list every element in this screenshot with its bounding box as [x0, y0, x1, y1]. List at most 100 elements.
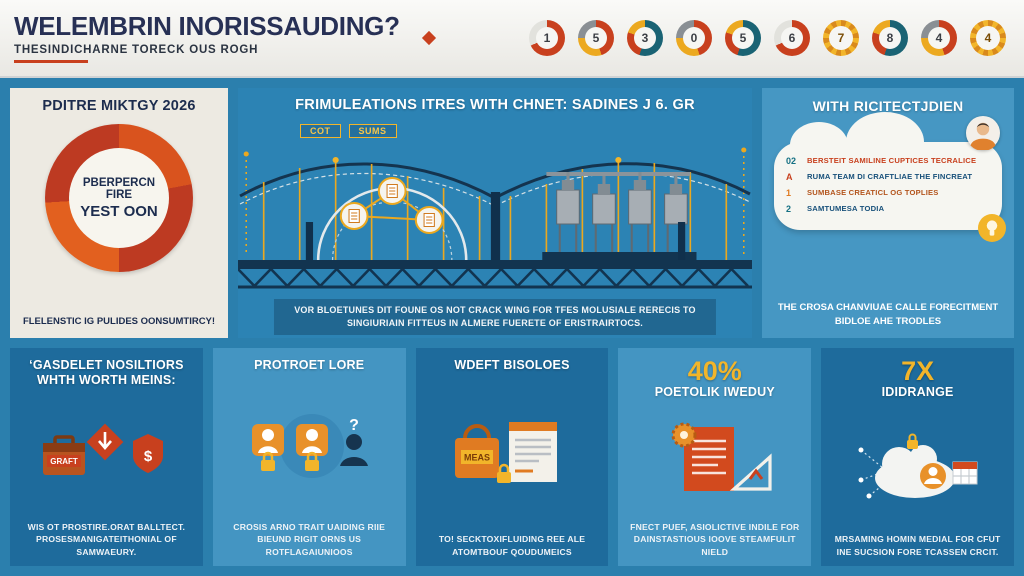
document-icon-zone: MEAS — [424, 373, 601, 533]
people-panel: PROTROET LORE — [212, 348, 406, 566]
person-avatar — [966, 116, 1000, 151]
graft-panel-footer: WIS OT PROSTIRE.ORAT BALLTECT. PROSESMAN… — [27, 521, 186, 557]
svg-text:MEAS: MEAS — [464, 453, 490, 463]
cloud-list-item: A RUMA TEAM DI CRAFTLIAE THE FINCREAT — [786, 172, 990, 182]
triangle-ruler-icon — [729, 453, 772, 491]
report-document-icon — [508, 422, 557, 483]
bridge-towers-icon — [305, 192, 686, 260]
ring-line1: PBERPERCN FIRE — [82, 176, 156, 201]
bridge-caption: VOR BLOETUNES DIT FOUNE OS NOT CRACK WIN… — [273, 298, 717, 335]
bridge-truss-icon — [238, 267, 749, 288]
badge-number: 5 — [585, 27, 607, 49]
cloud-list-item: 2 SAMTUMESA TODIA — [786, 204, 990, 214]
briefcase-icon: GRAFT — [43, 435, 86, 476]
stat-7x-panel-footer: MRSAMING HOMIN MEDIAL FOR CFUT INE SUCSI… — [834, 534, 1001, 557]
item-mark: 2 — [786, 204, 792, 214]
badge-number: 8 — [879, 27, 901, 49]
architecture-panel: WITH RICITECTJDIEN 02 BERSTEIT SAMILINE … — [762, 88, 1014, 338]
header-bar: WELEMBRIN INORISSAUDING? THESINDICHARNE … — [0, 0, 1024, 78]
ring-badge-icon: 1 — [529, 20, 565, 56]
badge-number: 6 — [781, 27, 803, 49]
page-subtitle: THESINDICHARNE TORECK OUS ROGH — [14, 43, 259, 56]
gear-icon — [671, 422, 697, 448]
ring-line2: YEST OON — [80, 202, 158, 220]
stat-value: 7X — [901, 356, 935, 386]
ring-badge-icon: 3 — [627, 20, 663, 56]
energy-panel: PDITRE MIKTGY 2026 PBERPERCN FIRE YEST O… — [10, 88, 228, 338]
subtitle-accent-bar — [14, 59, 88, 63]
dollar-shield-icon: $ — [133, 434, 164, 474]
ring-badge-icon: 8 — [872, 20, 908, 56]
item-mark: 02 — [786, 156, 797, 166]
stat-40-panel: 40% POETOLIK IWEDUY — [618, 348, 812, 566]
gear-badge-icon: 4 — [970, 20, 1006, 56]
tag-label: SUMS — [348, 124, 397, 138]
graft-panel-title: ‘GASDELET NOSILTIORS WHTH WORTH MEINS: — [29, 358, 184, 387]
stat-40-icon-zone — [626, 400, 803, 521]
svg-text:?: ? — [349, 417, 359, 434]
document-panel-title: WDEFT BISOLOES — [454, 358, 570, 372]
tag-label: COT — [300, 124, 341, 138]
stat-7x-panel: 7X IDIDRANGE — [821, 348, 1014, 566]
people-panel-title: PROTROET LORE — [254, 358, 365, 372]
title-block: WELEMBRIN INORISSAUDING? THESINDICHARNE … — [14, 11, 400, 63]
stat-7x-panel-title: IDIDRANGE — [881, 385, 954, 399]
badge-number: 4 — [976, 26, 1000, 50]
stat-7x-icon-zone — [829, 400, 1006, 533]
policy-icons — [671, 422, 772, 492]
badge-number: 1 — [536, 27, 558, 49]
item-text: RUMA TEAM DI CRAFTLIAE THE FINCREAT — [807, 172, 973, 181]
tag-row: COT SUMS — [300, 124, 397, 138]
red-ring-icon: PBERPERCN FIRE YEST OON — [45, 124, 193, 272]
donut-badge-icon: 0 — [676, 20, 712, 56]
donut-badge-icon: 5 — [578, 20, 614, 56]
unknown-user-icon: ? — [340, 417, 369, 466]
lightbulb-icon — [978, 214, 1006, 242]
bridge-panel-title: FRIMULEATIONS ITRES WITH CHNET: SADINES … — [295, 97, 695, 113]
stat-value: 40% — [687, 356, 742, 386]
locked-user-icon — [296, 423, 329, 471]
energy-panel-title: PDITRE MIKTGY 2026 — [42, 98, 196, 114]
stat-40-panel-footer: FNECT PUEF, ASIOLICTIVE INDILE FOR DAINS… — [630, 521, 800, 557]
graft-icon-zone: GRAFT $ — [18, 388, 195, 521]
cloud-user-icon — [919, 462, 946, 489]
graft-icons: GRAFT $ — [43, 423, 164, 476]
padlock-icon — [496, 463, 511, 484]
ring-badge-icon: 6 — [774, 20, 810, 56]
calendar-icon — [952, 461, 978, 485]
bridge-panel: FRIMULEATIONS ITRES WITH CHNET: SADINES … — [238, 88, 752, 338]
bridge-deck-icon — [238, 260, 752, 269]
up-arrow-icon — [748, 468, 763, 481]
badge-number: 7 — [829, 26, 853, 50]
svg-text:$: $ — [144, 448, 153, 465]
stat-40-panel-title: POETOLIK IWEDUY — [654, 385, 775, 399]
item-mark: 1 — [786, 188, 792, 198]
donut-badge-icon: 4 — [921, 20, 957, 56]
diamond-arrow-icon — [87, 423, 124, 461]
badge-number: 4 — [928, 27, 950, 49]
meas-bag-icon: MEAS — [454, 424, 499, 479]
item-text: BERSTEIT SAMILINE CUPTICES TECRALICE — [807, 156, 977, 165]
machinery-icon — [542, 172, 697, 260]
people-icon-zone: ? — [221, 373, 398, 521]
main-content: PDITRE MIKTGY 2026 PBERPERCN FIRE YEST O… — [0, 78, 1024, 576]
ring-badge-icon: 5 — [725, 20, 761, 56]
document-panel: WDEFT BISOLOES — [415, 348, 609, 566]
bridge-illustration — [238, 147, 752, 289]
cloud-wrap: 02 BERSTEIT SAMILINE CUPTICES TECRALICE … — [774, 112, 1006, 242]
document-panel-footer: TO! SECKTOXIFLUIDING REE ALE ATOMTBOUF Q… — [438, 534, 586, 557]
locked-user-icon — [252, 423, 285, 471]
badge-number: 5 — [732, 27, 754, 49]
ring-label: PBERPERCN FIRE YEST OON — [69, 148, 169, 248]
circuit-lines-icon — [245, 150, 745, 254]
badge-number: 3 — [634, 27, 656, 49]
item-mark: A — [786, 172, 793, 182]
page-title: WELEMBRIN INORISSAUDING? — [14, 11, 400, 42]
svg-text:GRAFT: GRAFT — [51, 457, 79, 466]
graft-panel: ‘GASDELET NOSILTIORS WHTH WORTH MEINS: G… — [10, 348, 203, 566]
item-text: SAMTUMESA TODIA — [807, 204, 885, 213]
architecture-panel-footer: THE CROSA CHANVIUAE CALLE FORECITMENT BI… — [777, 302, 999, 327]
diamond-accent-icon — [421, 30, 436, 46]
item-text: SUMBASE CREATICL OG TOPLIES — [807, 188, 939, 197]
document-icons: MEAS — [454, 422, 557, 484]
